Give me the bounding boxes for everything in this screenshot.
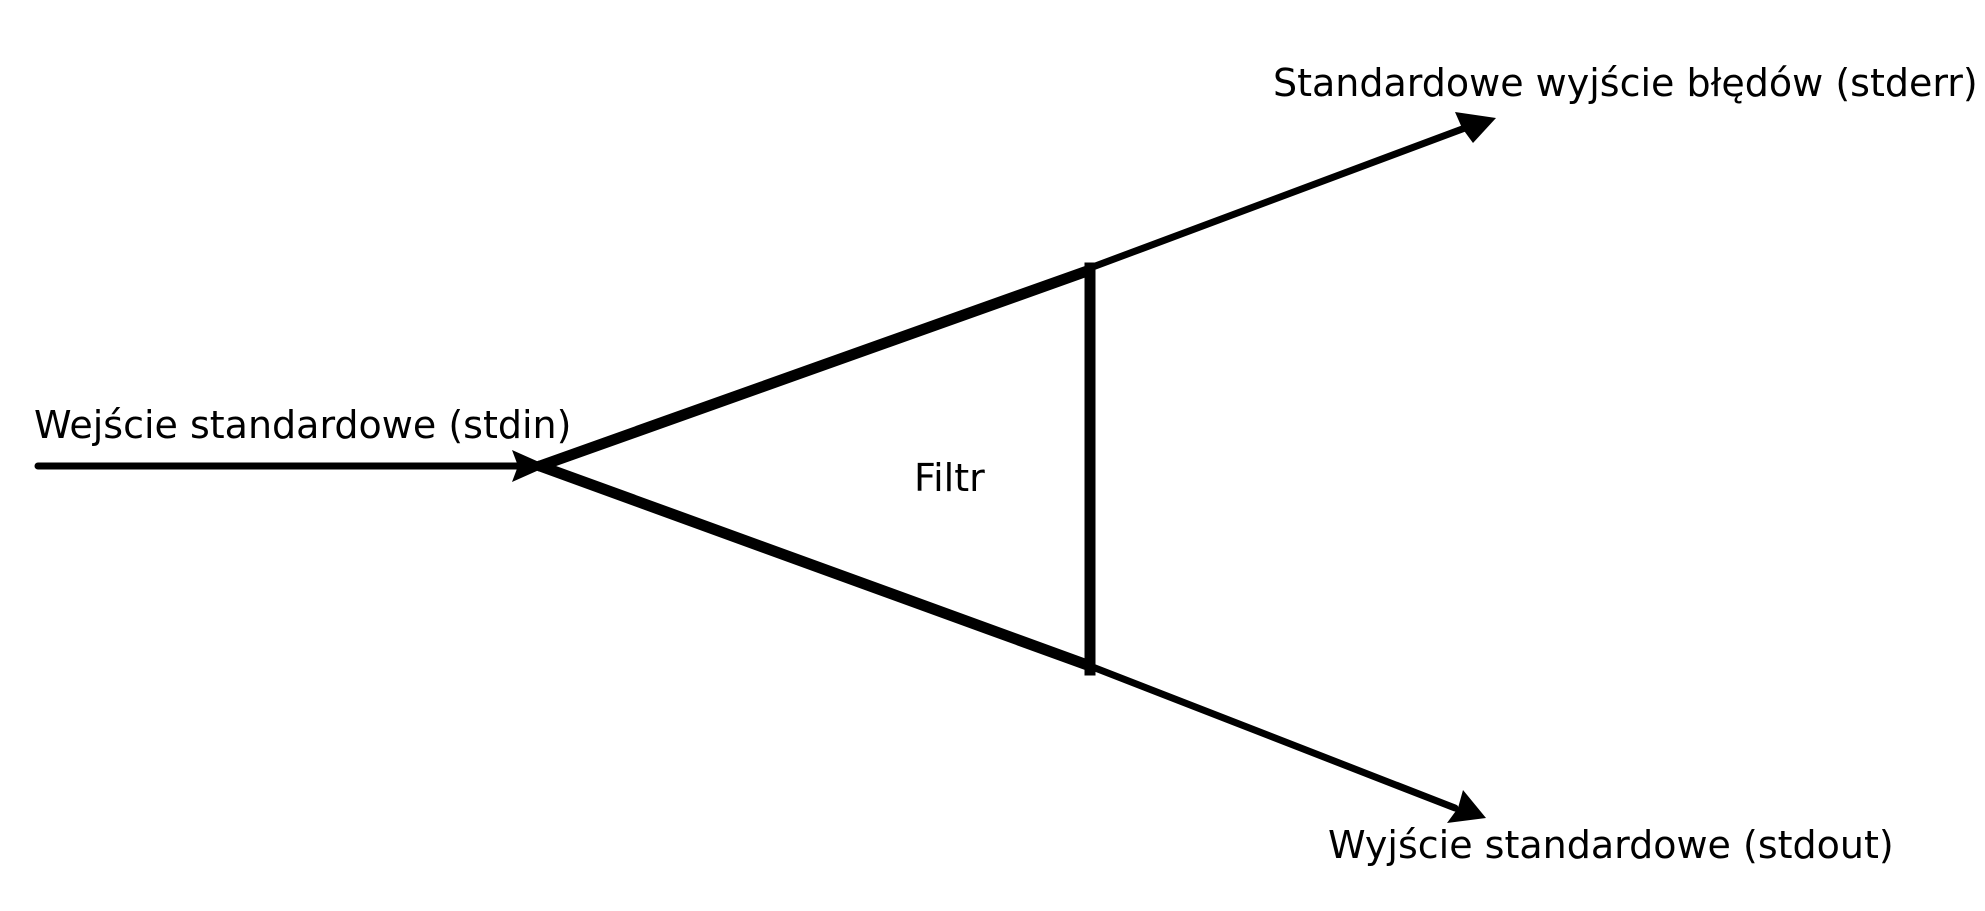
stderr-arrow xyxy=(1086,112,1496,272)
filter-label: Filtr xyxy=(914,456,985,500)
stderr-arrowhead xyxy=(1455,112,1496,143)
stdin-arrowhead xyxy=(512,450,548,482)
filter-triangle-upper-edge xyxy=(534,264,1096,472)
filter-triangle-lower-edge xyxy=(534,460,1096,672)
filter-triangle xyxy=(534,262,1096,676)
stdout-label: Wyjście standardowe (stdout) xyxy=(1328,823,1894,867)
stderr-arrow-line xyxy=(1086,124,1469,272)
stdout-arrow xyxy=(1086,662,1486,823)
stdin-arrow xyxy=(34,450,548,482)
stdout-arrowhead xyxy=(1447,790,1486,823)
stdout-arrow-line xyxy=(1086,662,1459,812)
stdin-label: Wejście standardowe (stdin) xyxy=(34,403,571,447)
stderr-label: Standardowe wyjście błędów (stderr) xyxy=(1273,61,1978,105)
